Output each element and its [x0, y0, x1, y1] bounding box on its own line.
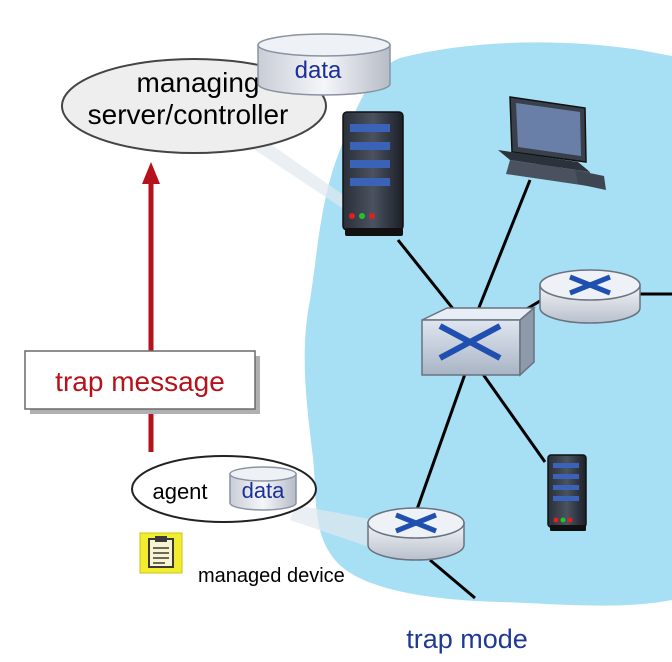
router-icon: [539, 269, 641, 324]
managed-device-label: managed device: [198, 565, 345, 587]
manager-label-line1: managing: [137, 67, 260, 98]
manager-callout-wedge: [240, 130, 345, 210]
agent-callout-wedge: [290, 505, 375, 548]
caption: trap mode: [406, 624, 528, 654]
switch-icon: [421, 306, 537, 377]
managing-server-icon: [342, 111, 404, 236]
managed-router-icon: [367, 507, 465, 561]
server-icon: [547, 454, 587, 531]
manager-database-icon: [257, 33, 391, 96]
agent-data-label: data: [242, 478, 286, 503]
agent-database-icon: [229, 466, 297, 511]
desktop-computer-icon: [498, 96, 606, 190]
manager-label-line2: server/controller: [88, 99, 289, 130]
manager-data-label: data: [295, 57, 342, 84]
trap-message-label: trap message: [55, 366, 225, 397]
trap-message-box: [24, 350, 260, 414]
clipboard-icon: [139, 532, 183, 574]
agent-label: agent: [152, 479, 207, 504]
